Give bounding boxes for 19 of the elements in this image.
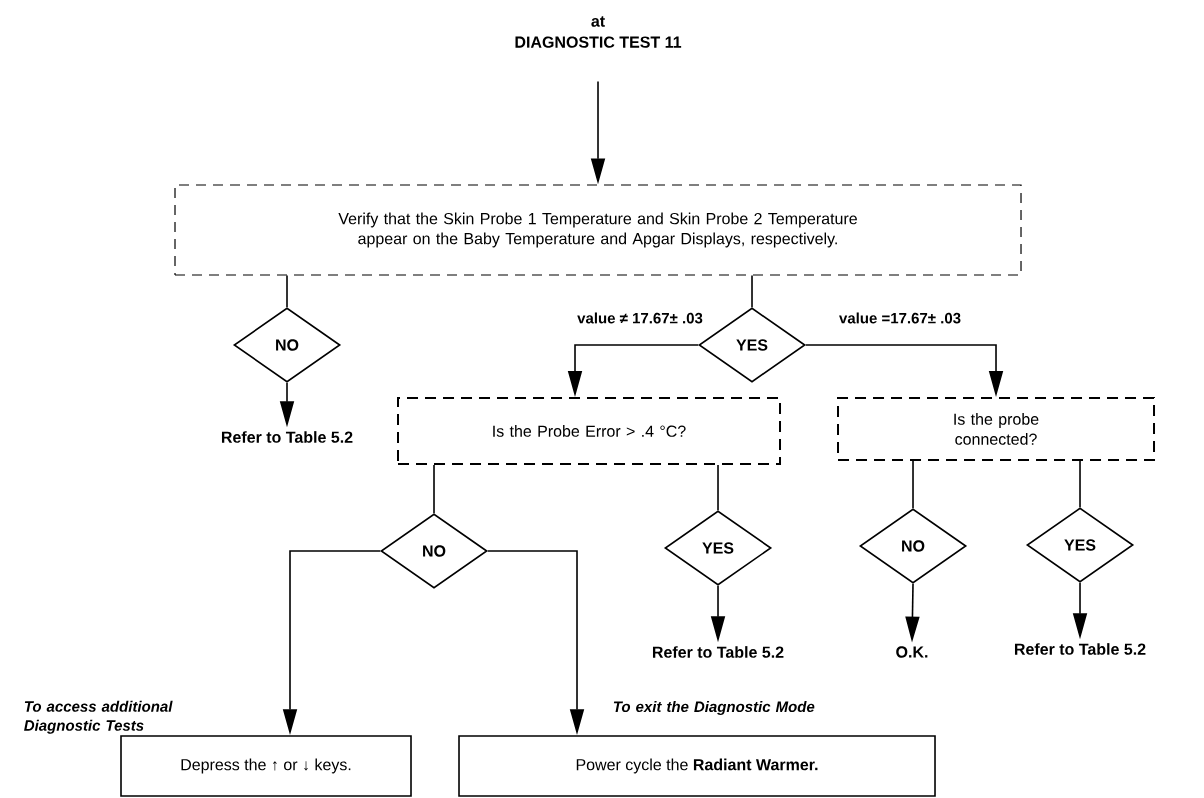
step-text: O.K. <box>896 646 928 658</box>
step-text: Refer to Table 5.2 <box>1015 643 1146 655</box>
dashed-box: Verify that the Skin Probe 1 Temperature and Skin Probe 2 Temperature appear on the Baby Temperature and Apgar Displays, respectively. <box>174 184 1022 276</box>
step-text: Refer to Table 5.2 <box>653 646 784 658</box>
connector-line <box>1079 460 1081 508</box>
connector-line <box>751 274 753 308</box>
branch-note: To access additional Diagnostic Tests <box>24 700 173 734</box>
step-text: at DIAGNOSTIC TEST 11 <box>515 16 682 48</box>
process-box: Power cycle the Radiant Warmer. <box>458 735 936 797</box>
connector-line <box>286 274 288 308</box>
dashed-box: Is the Probe Error > .4 °C? <box>397 397 781 465</box>
connector-line <box>912 460 914 509</box>
process-box: Depress the ↑ or ↓ keys. <box>120 735 412 797</box>
dashed-box: Is the probe connected? <box>837 397 1155 461</box>
connector-line <box>717 464 719 511</box>
connector-line <box>433 464 435 514</box>
edge-label: value =17.67± .03 <box>839 312 961 324</box>
branch-note: To exit the Diagnostic Mode <box>613 701 815 715</box>
step-text: Refer to Table 5.2 <box>222 431 353 443</box>
